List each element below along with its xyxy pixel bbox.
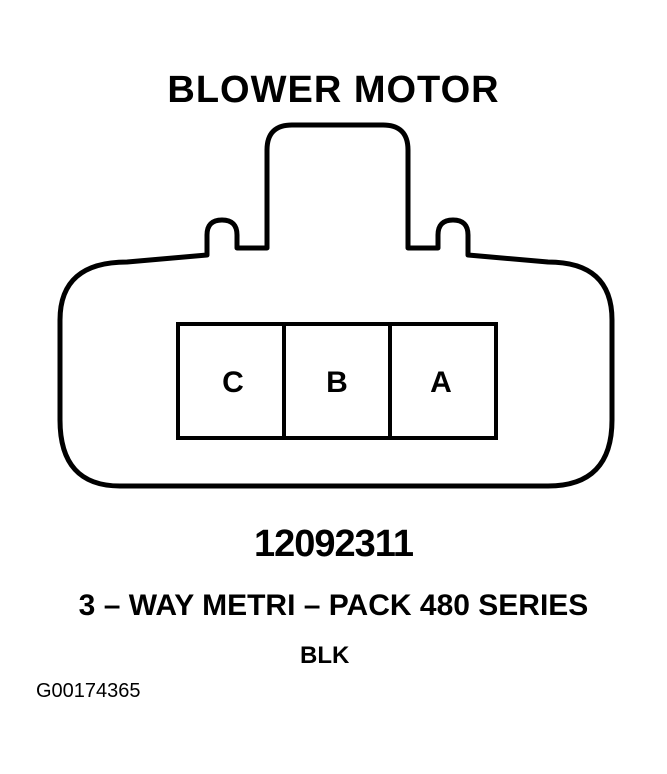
pin-label-a: A [430, 366, 452, 399]
pin-label-c: C [222, 366, 244, 399]
connector-series: 3 – WAY METRI – PACK 480 SERIES [78, 589, 589, 622]
diagram-title: BLOWER MOTOR [167, 69, 500, 111]
figure-id: G00174365 [36, 680, 141, 702]
connector-diagram: C B A [57, 122, 615, 489]
pin-cavity-block [176, 322, 498, 440]
pin-label-b: B [326, 366, 348, 399]
connector-housing-outline [57, 122, 615, 489]
part-number: 12092311 [254, 523, 414, 565]
connector-color: BLK [300, 642, 350, 669]
